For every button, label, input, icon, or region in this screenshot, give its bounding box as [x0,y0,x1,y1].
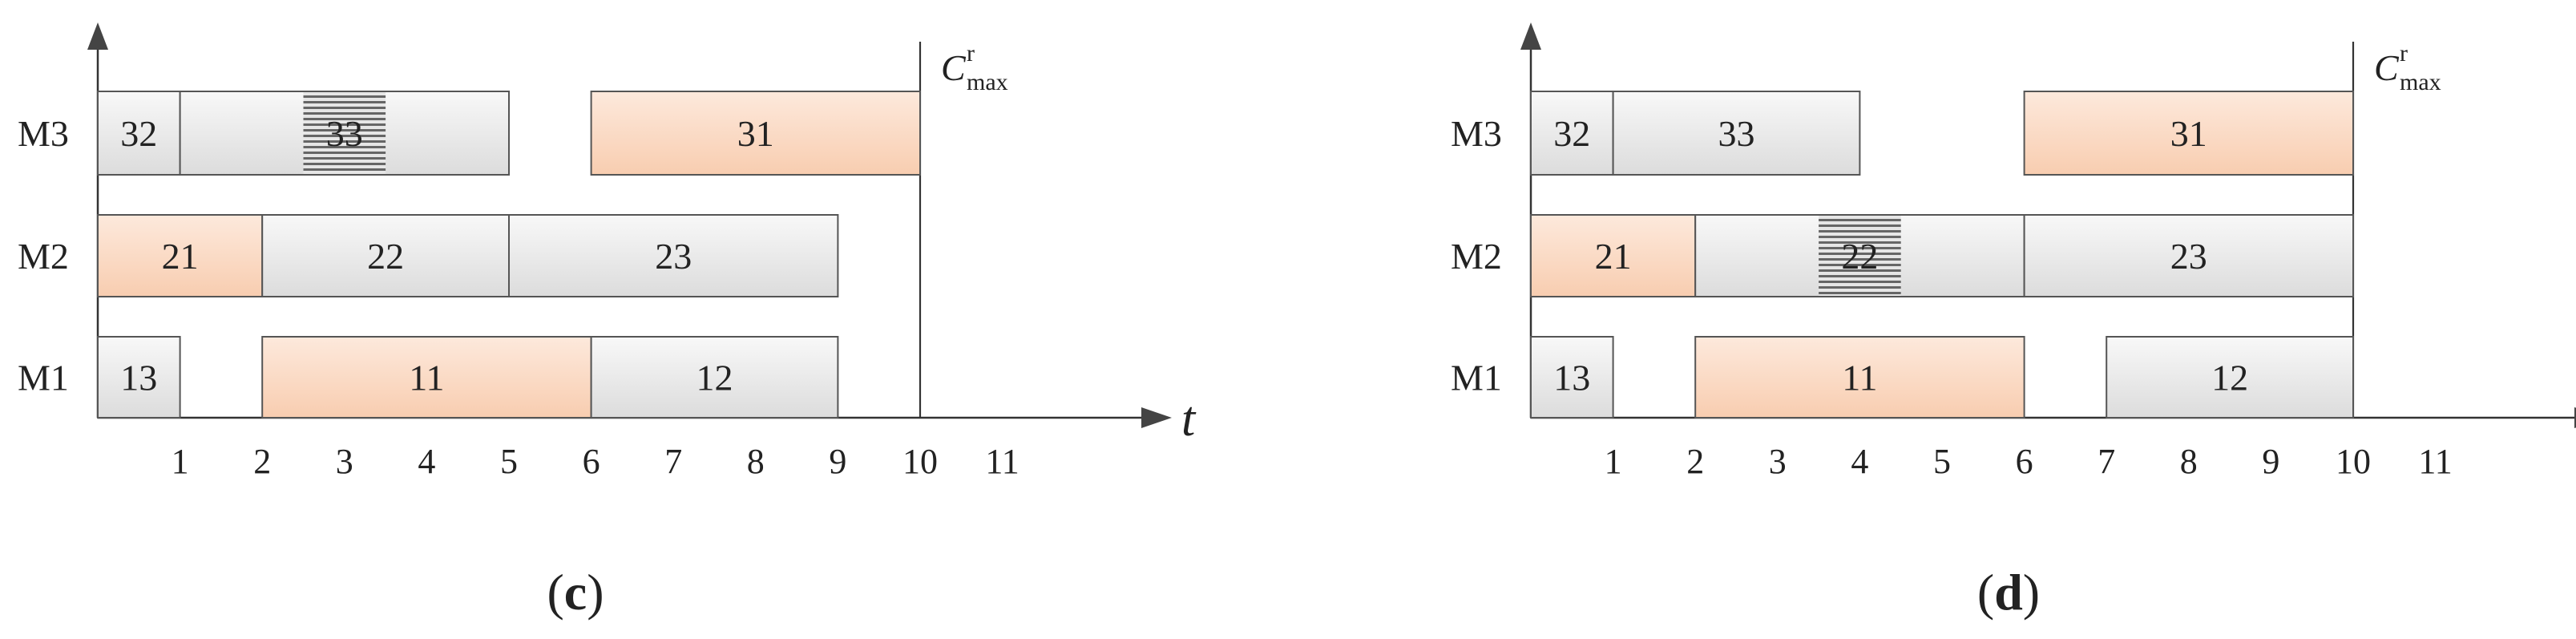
task-bar-21 [97,214,264,297]
x-tick-label: 8 [2180,442,2198,481]
task-bar-32 [97,91,181,176]
task-label-13: 13 [1553,358,1590,398]
task-label-22: 22 [1841,236,1878,277]
x-tick-label: 9 [829,442,846,481]
subfigure-label: (c) [547,564,604,621]
task-bar-23 [2023,214,2355,297]
task-hatch-22 [1819,216,1901,296]
task-label-12: 12 [696,358,733,398]
subfigure-label: (d) [1977,564,2040,621]
task-label-33: 33 [1718,113,1755,154]
x-tick-label: 1 [172,442,189,481]
x-tick-label: 11 [2418,442,2452,481]
cmax-label: C [2374,47,2400,88]
y-axis-arrowhead [1520,22,1541,50]
x-tick-label: 8 [747,442,765,481]
task-bar-12 [590,336,839,419]
task-label-22: 22 [367,236,404,277]
cmax-superscript: r [2400,40,2408,67]
task-bar-11 [261,336,592,419]
machine-label: M3 [18,113,69,154]
task-bar-11 [1694,336,2025,419]
task-bar-32 [1530,91,1614,176]
x-tick-label: 10 [902,442,938,481]
machine-label: M1 [1451,358,1502,398]
task-bar-31 [2023,91,2355,176]
task-bar-13 [97,336,181,419]
x-tick-label: 3 [336,442,353,481]
cmax-superscript: r [967,40,975,67]
task-label-21: 21 [162,236,199,277]
task-label-13: 13 [120,358,157,398]
task-label-11: 11 [409,358,444,398]
task-bar-21 [1530,214,1697,297]
x-tick-label: 2 [253,442,271,481]
task-label-32: 32 [1553,113,1590,154]
x-tick-label: 7 [2098,442,2115,481]
x-tick-label: 7 [664,442,682,481]
machine-label: M2 [1451,236,1502,277]
task-label-23: 23 [2170,236,2207,277]
cmax-subscript: max [2400,69,2441,95]
task-bar-23 [508,214,839,297]
task-label-31: 31 [737,113,774,154]
x-tick-label: 1 [1605,442,1622,481]
x-tick-label: 10 [2336,442,2371,481]
task-label-23: 23 [655,236,692,277]
x-tick-label: 6 [2016,442,2033,481]
x-tick-label: 6 [583,442,600,481]
x-axis-arrowhead [1141,407,1172,428]
task-bar-12 [2106,336,2354,419]
x-tick-label: 5 [500,442,518,481]
machine-label: M1 [18,358,69,398]
x-tick-label: 9 [2262,442,2279,481]
task-bar-31 [590,91,921,176]
x-tick-label: 11 [985,442,1019,481]
task-label-21: 21 [1595,236,1632,277]
task-hatch-33 [303,92,386,174]
task-bar-13 [1530,336,1614,419]
task-bar-33 [1612,91,1861,176]
gantt-chart-d: tCrmaxM3M2M13233312122231311121234567891… [1451,22,2576,621]
task-label-31: 31 [2170,113,2207,154]
task-label-12: 12 [2211,358,2248,398]
x-tick-label: 3 [1769,442,1787,481]
x-tick-label: 4 [418,442,435,481]
task-label-11: 11 [1842,358,1877,398]
task-bar-22 [261,214,510,297]
x-tick-label: 5 [1933,442,1951,481]
machine-label: M3 [1451,113,1502,154]
task-label-33: 33 [326,113,363,154]
task-label-32: 32 [120,113,157,154]
x-tick-label: 2 [1686,442,1704,481]
x-tick-label: 4 [1851,442,1868,481]
cmax-subscript: max [967,69,1008,95]
cmax-label: C [941,47,967,88]
y-axis-arrowhead [87,22,108,50]
machine-label: M2 [18,236,69,277]
axis-variable-label: t [1181,392,1197,447]
